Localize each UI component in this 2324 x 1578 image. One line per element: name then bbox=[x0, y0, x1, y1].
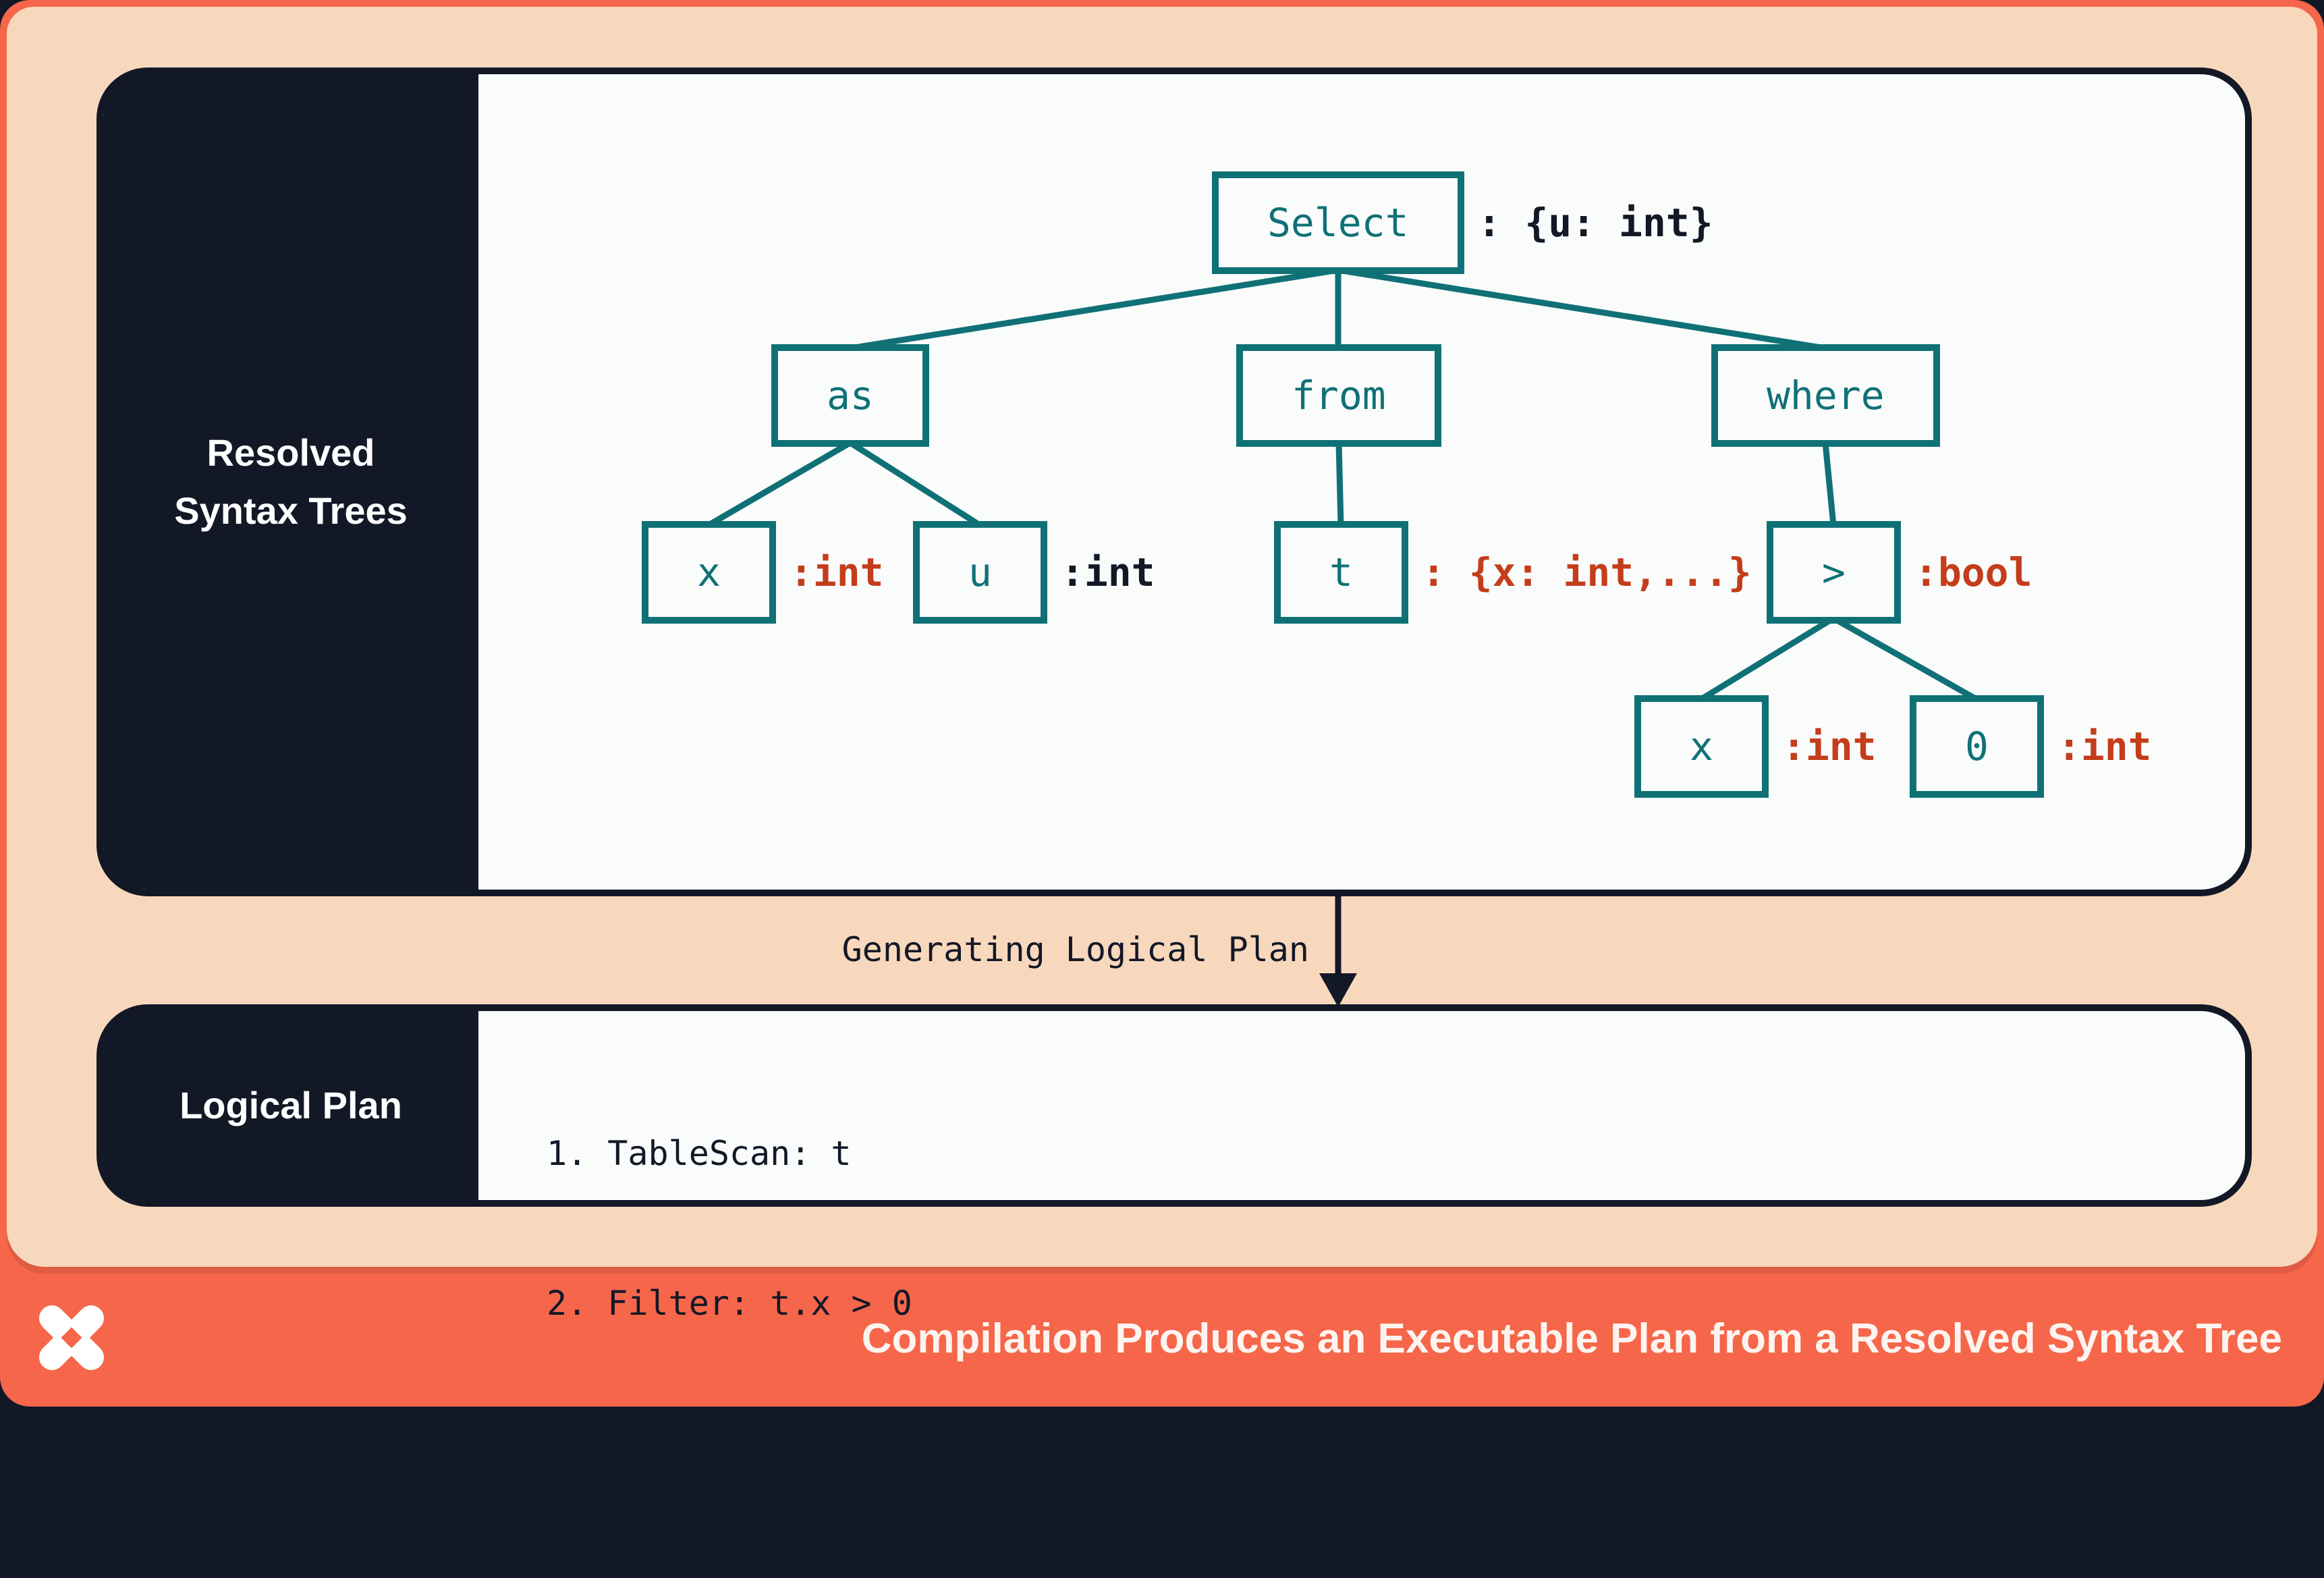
logical-plan-steps: 1. TableScan: t 2. Filter: t.x > 0 3. Pr… bbox=[547, 1029, 1014, 1578]
logical-plan-card: Logical Plan bbox=[96, 1004, 2252, 1207]
tree-node-zero: 0 :int bbox=[1910, 695, 2152, 798]
where-node-box: where bbox=[1711, 344, 1940, 447]
zero-node-box: 0 bbox=[1910, 695, 2044, 798]
resolved-syntax-trees-title-line2: Syntax Trees bbox=[174, 489, 408, 532]
u-type-annotation: :int bbox=[1060, 549, 1155, 595]
logical-plan-step-1: 1. TableScan: t bbox=[547, 1134, 852, 1173]
tree-node-where: where bbox=[1711, 344, 1940, 447]
generating-plan-arrow bbox=[1319, 895, 1357, 1007]
tree-node-select: Select : {u: int} bbox=[1212, 171, 1713, 274]
tree-connectors bbox=[707, 267, 1979, 1007]
tree-node-as: as bbox=[771, 344, 929, 447]
generating-logical-plan-label: Generating Logical Plan bbox=[841, 930, 1309, 969]
greater-than-type-annotation: :bool bbox=[1914, 549, 2032, 595]
infographic-canvas: Resolved Syntax Trees Logical Plan bbox=[0, 0, 2324, 1407]
tree-node-t: t : {x: int,...} bbox=[1274, 521, 1752, 624]
tree-node-from: from bbox=[1236, 344, 1441, 447]
t-node-box: t bbox=[1274, 521, 1408, 624]
x-node-box: x bbox=[642, 521, 776, 624]
resolved-syntax-trees-sidebar: Resolved Syntax Trees bbox=[103, 74, 478, 890]
footer-title: Compilation Produces an Executable Plan … bbox=[861, 1315, 2282, 1362]
tree-node-x-operand: x :int bbox=[1634, 695, 1877, 798]
tree-edges bbox=[707, 267, 1979, 702]
resolved-syntax-trees-card: Resolved Syntax Trees bbox=[96, 67, 2252, 896]
syntax-tree: Select : {u: int} as from where x :int u… bbox=[642, 171, 2152, 798]
select-node-box: Select bbox=[1212, 171, 1464, 274]
logical-plan-step-2: 2. Filter: t.x > 0 bbox=[547, 1284, 912, 1323]
logical-plan-title: Logical Plan bbox=[179, 1084, 402, 1126]
tree-node-greater-than: > :bool bbox=[1767, 521, 2032, 624]
x-type-annotation: :int bbox=[789, 549, 884, 595]
tree-node-x-alias: x :int bbox=[642, 521, 884, 624]
tree-node-u: u :int bbox=[913, 521, 1155, 624]
resolved-syntax-trees-title-line1: Resolved bbox=[206, 431, 375, 474]
pinwheel-x-logo-icon bbox=[39, 1305, 104, 1370]
x-operand-node-box: x bbox=[1634, 695, 1769, 798]
t-type-annotation: : {x: int,...} bbox=[1421, 549, 1752, 595]
from-node-box: from bbox=[1236, 344, 1441, 447]
logical-plan-sidebar: Logical Plan bbox=[103, 1011, 478, 1200]
u-node-box: u bbox=[913, 521, 1047, 624]
select-type-annotation: : {u: int} bbox=[1477, 200, 1713, 246]
greater-than-node-box: > bbox=[1767, 521, 1901, 624]
x-operand-type-annotation: :int bbox=[1781, 724, 1877, 769]
as-node-box: as bbox=[771, 344, 929, 447]
logical-plan-step-3: 3. Projection: t.x as u bbox=[547, 1434, 1014, 1473]
zero-type-annotation: :int bbox=[2057, 724, 2152, 769]
